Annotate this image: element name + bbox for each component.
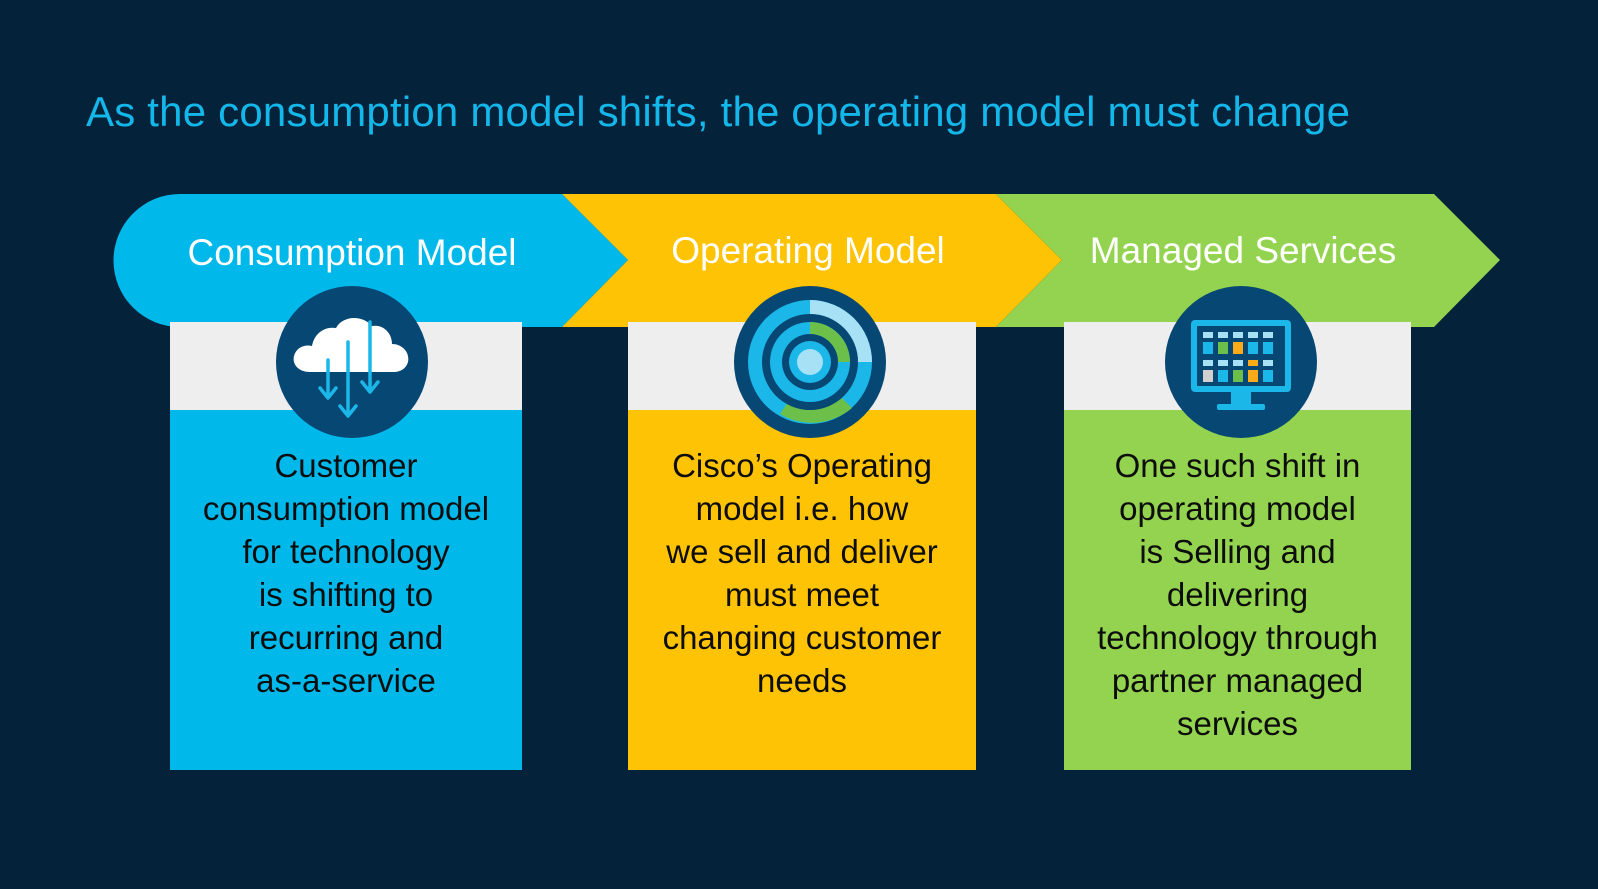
cloud-download-icon [276, 286, 428, 438]
stage-label-managed: Managed Services [1089, 230, 1397, 271]
managed-chevron [996, 194, 1500, 327]
slide-title: As the consumption model shifts, the ope… [86, 88, 1351, 135]
stage-label-consumption: Consumption Model [187, 232, 517, 273]
card-text: Cisco’s Operating model i.e. how we sell… [662, 447, 942, 699]
card-body: One such shift in operating model is Sel… [1064, 410, 1411, 770]
monitor-dashboard-icon [1165, 286, 1317, 438]
consumption-chevron [113, 194, 629, 327]
concentric-target-icon [734, 286, 886, 438]
card-text: Customer consumption model for technolog… [202, 447, 490, 699]
consumption-card: Customer consumption model for technolog… [170, 322, 522, 770]
card-text: One such shift in operating model is Sel… [1097, 447, 1378, 742]
stage-label-operating: Operating Model [671, 230, 945, 271]
card-body: Cisco’s Operating model i.e. how we sell… [628, 410, 976, 770]
card-body: Customer consumption model for technolog… [170, 410, 522, 770]
operating-chevron [562, 194, 1062, 327]
